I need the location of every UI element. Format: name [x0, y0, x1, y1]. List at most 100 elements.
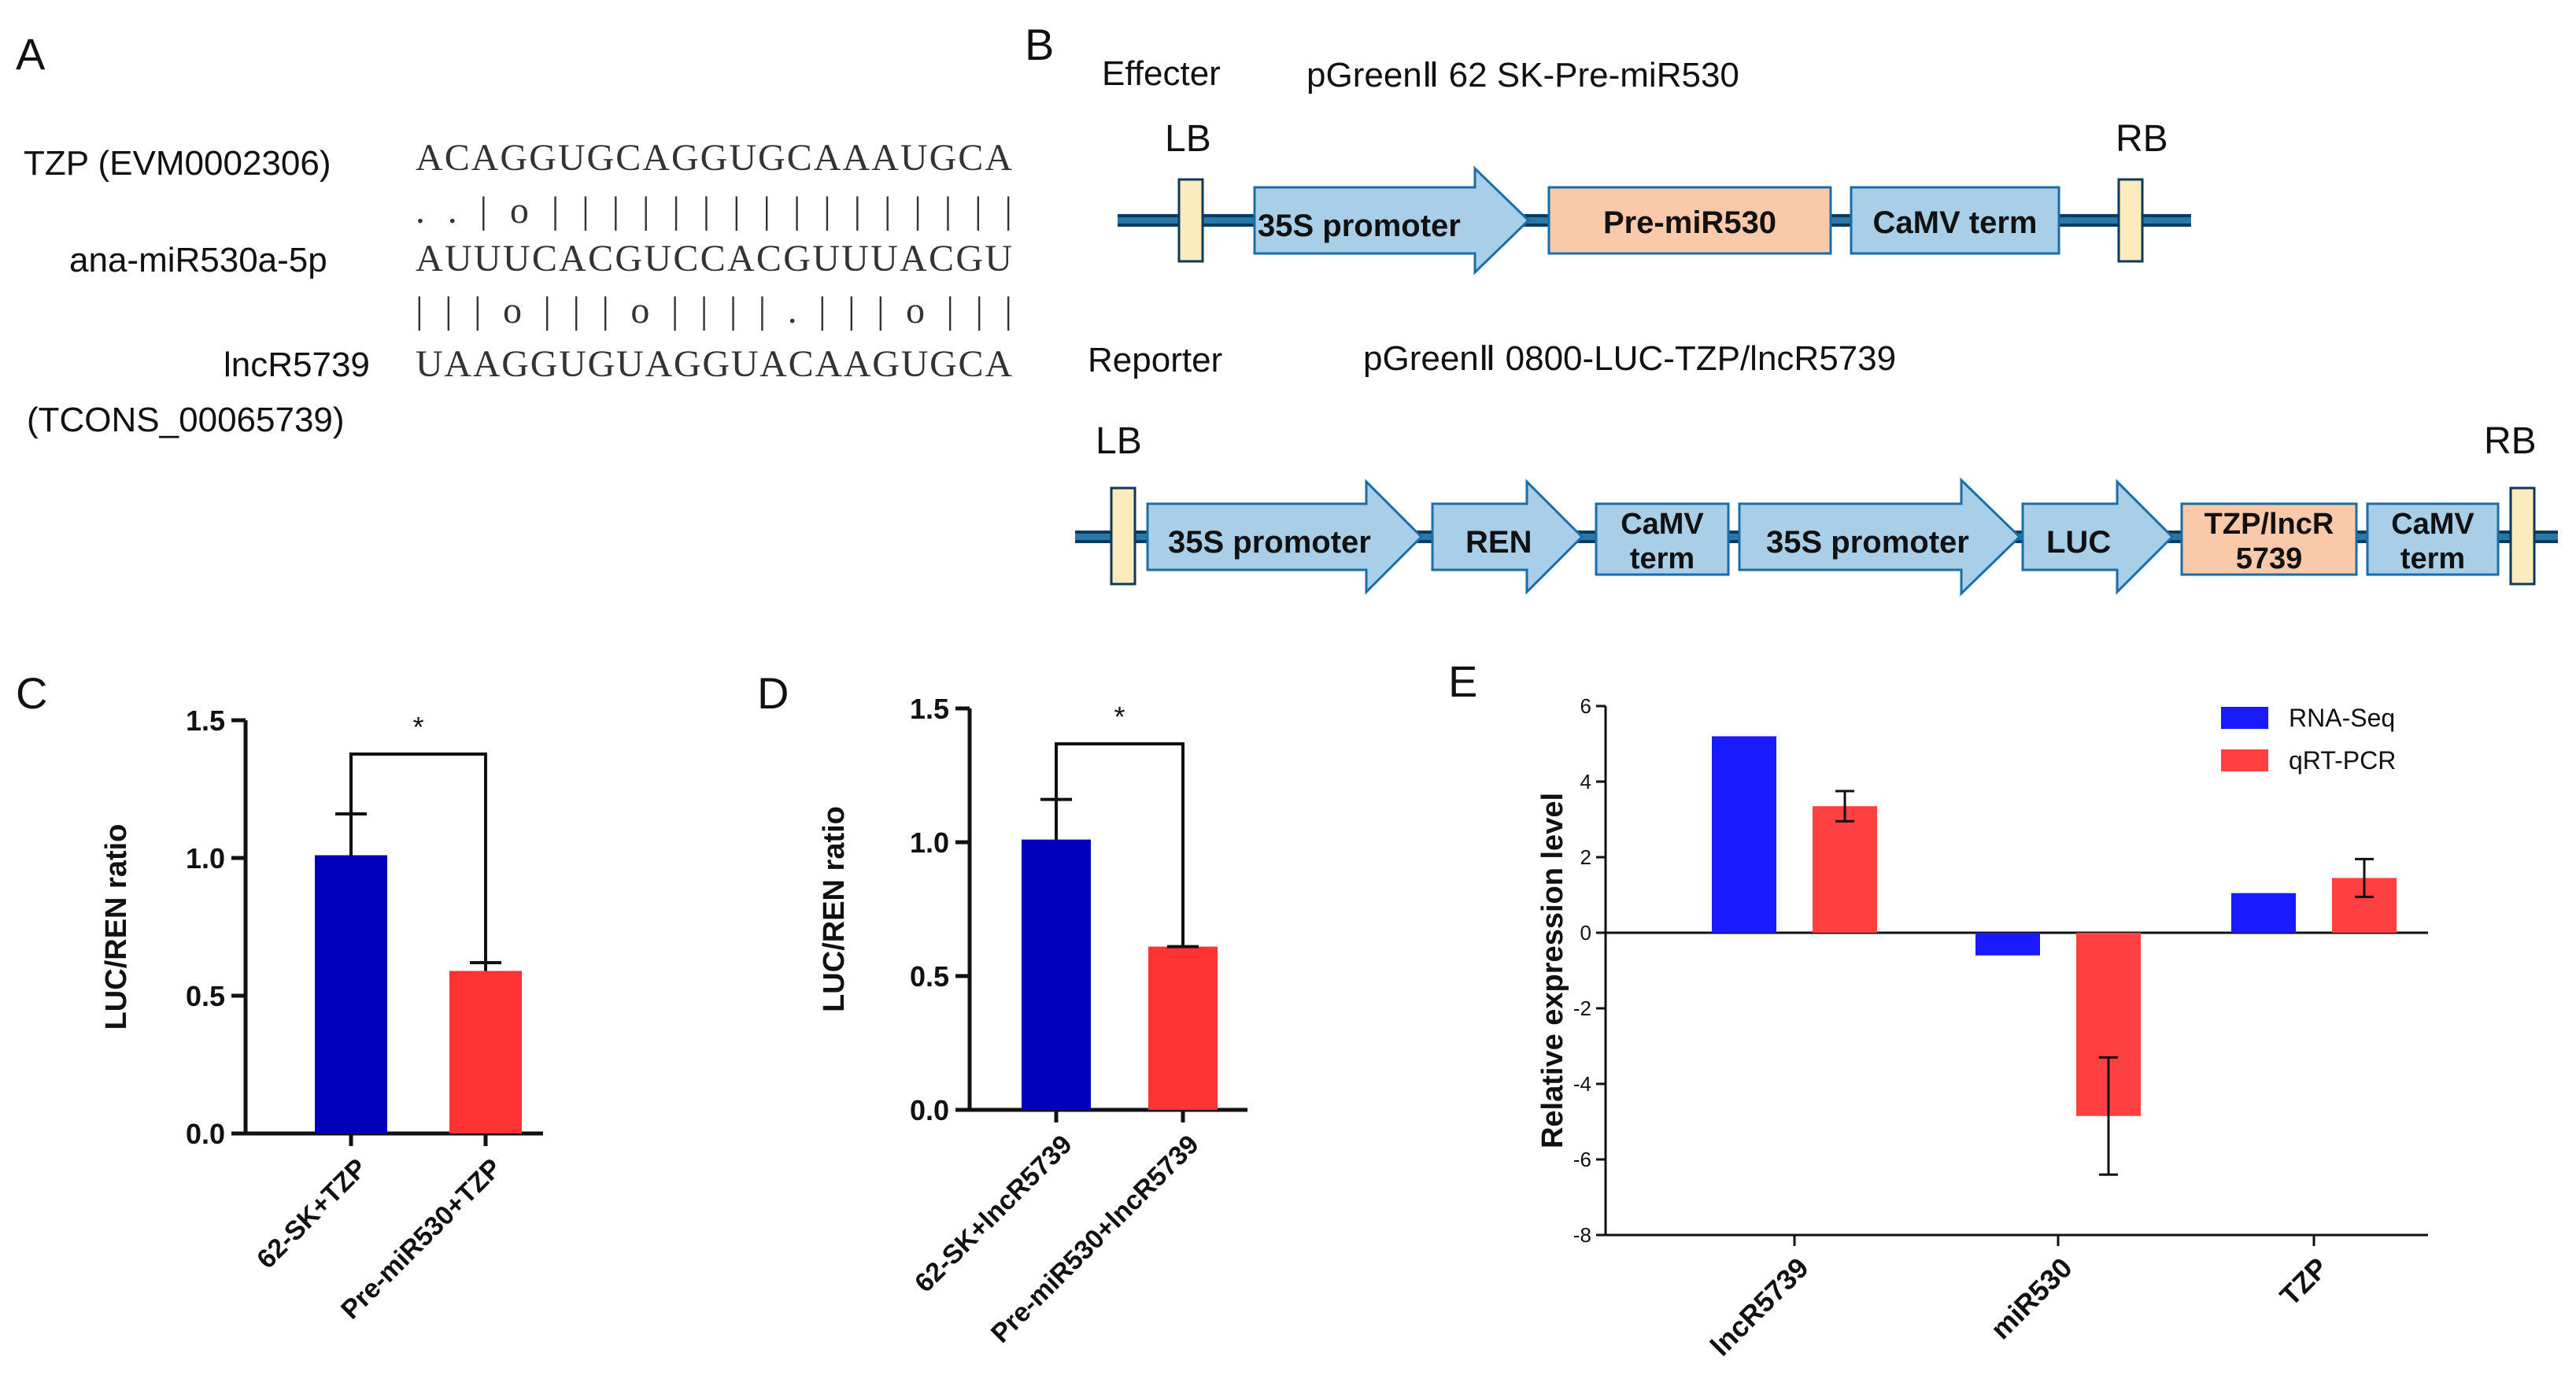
- effecter-label: Effecter: [1102, 54, 1221, 93]
- reporter-rb-label: RB: [2484, 420, 2537, 462]
- effecter-camv-term-label: CaMV term: [1873, 205, 2038, 240]
- bar-2: [449, 971, 522, 1133]
- panel-b: B Effecter pGreenⅡ 62 SK-Pre-miR530 Repo…: [1025, 20, 2558, 597]
- effecter-lb-label: LB: [1165, 118, 1211, 160]
- mir-label: ana-miR530a-5p: [69, 241, 327, 279]
- reporter-tzp-lncr-box: [2180, 502, 2358, 576]
- bar-2: [1148, 946, 1218, 1110]
- legend-swatch-1: [2221, 707, 2268, 729]
- reporter-camv-term-box-2: [2366, 502, 2500, 576]
- tzp-sequence: ACAGGUGCAGGUGCAAAUGCA: [416, 137, 1012, 179]
- reporter-term-label-1: term: [1630, 542, 1695, 575]
- y-tick-label: 2: [1580, 845, 1591, 869]
- bar-1: [1022, 839, 1091, 1110]
- y-tick-label: -6: [1573, 1148, 1591, 1171]
- effecter-construct: pGreenⅡ 62 SK-Pre-miR530: [1306, 56, 1739, 94]
- y-axis-label: LUC/REN ratio: [818, 806, 851, 1012]
- significance-marker: *: [412, 711, 423, 743]
- y-tick-label: 0: [1580, 921, 1591, 945]
- y-tick-label: 0.0: [910, 1094, 949, 1126]
- panel-d-letter: D: [757, 668, 789, 718]
- bar-TZP-rnaseq: [2231, 893, 2296, 933]
- effecter-pre-mir530-box: [1547, 186, 1832, 255]
- panel-b-letter: B: [1025, 20, 1054, 69]
- panel-a-letter: A: [16, 29, 46, 79]
- y-tick-label: 0.0: [186, 1118, 225, 1150]
- panel-e-letter: E: [1448, 656, 1477, 706]
- panel-a: A TZP (EVM0002306) ana-miR530a-5p lncR57…: [16, 29, 370, 439]
- effecter-35s-promoter-arrow: [1253, 165, 1531, 275]
- effecter-lb-border: [1177, 178, 1204, 263]
- y-tick-label: 0.5: [186, 980, 225, 1012]
- y-tick-label: 6: [1580, 694, 1591, 718]
- reporter-35s-promoter-arrow-1: [1146, 479, 1424, 595]
- lnc-sequence: UAAGGUGUAGGUACAAGUGCA: [416, 343, 1012, 385]
- reporter-camv-label-2: CaMV: [2391, 508, 2474, 541]
- reporter-term-label-2: term: [2400, 542, 2465, 575]
- x-tick-label: 62-SK+TZP: [251, 1153, 372, 1274]
- x-tick-label: miR530: [1984, 1252, 2079, 1346]
- bar-lncR5739-rnaseq: [1712, 736, 1776, 933]
- reporter-camv-label-1: CaMV: [1621, 508, 1704, 541]
- legend-swatch-2: [2221, 749, 2268, 771]
- effecter-camv-term-box: [1850, 186, 2060, 255]
- significance-bracket: [349, 753, 487, 963]
- reporter-lb-label: LB: [1096, 420, 1142, 462]
- reporter-35s-promoter-label-1: 35S promoter: [1168, 525, 1371, 560]
- legend-label-2: qRT-PCR: [2289, 746, 2396, 775]
- effecter-pre-mir530-label: Pre-miR530: [1603, 205, 1776, 240]
- bar-miR530-rnaseq: [1975, 933, 2040, 956]
- reporter-35s-promoter-label-2: 35S promoter: [1766, 525, 1969, 560]
- tzp-label: TZP (EVM0002306): [24, 144, 331, 183]
- effecter-map: LB RB 35S promoter Pre-miR530 CaMV term: [1118, 118, 2191, 275]
- x-tick-label: Pre-miR530+lncR5739: [985, 1130, 1205, 1349]
- y-tick-label: 1.0: [910, 826, 949, 859]
- sequence-alignment: ACAGGUGCAGGUGCAAAUGCA ..|o||||||||||||||…: [416, 137, 1012, 385]
- y-tick-label: -2: [1573, 997, 1591, 1020]
- reporter-ren-arrow: [1431, 479, 1584, 595]
- significance-bracket: [1055, 742, 1185, 947]
- reporter-camv-term-box-1: [1595, 502, 1730, 576]
- reporter-35s-promoter-arrow-2: [1738, 477, 2022, 597]
- match-line-2: |||o|||o||||.|||o|||: [416, 290, 1012, 331]
- y-axis-label: LUC/REN ratio: [100, 824, 133, 1030]
- reporter-map: LB RB 35S promoter REN CaMV term 35S pro…: [1075, 420, 2558, 597]
- reporter-construct: pGreenⅡ 0800-LUC-TZP/lncR5739: [1363, 339, 1896, 378]
- reporter-tzp-lncr-label: TZP/lncR: [2205, 508, 2334, 541]
- effecter-rb-border: [2117, 178, 2144, 263]
- x-tick-label: lncR5739: [1704, 1252, 1815, 1363]
- reporter-ren-label: REN: [1465, 525, 1532, 560]
- panel-c-letter: C: [16, 668, 47, 718]
- y-tick-label: -8: [1573, 1223, 1591, 1247]
- bar-1: [315, 855, 387, 1133]
- legend-label-1: RNA-Seq: [2289, 704, 2395, 732]
- y-tick-label: 0.5: [910, 960, 949, 993]
- reporter-rb-border: [2509, 486, 2536, 586]
- y-tick-label: 1.5: [910, 693, 949, 725]
- reporter-5739-label: 5739: [2236, 542, 2303, 575]
- y-tick-label: 4: [1580, 770, 1591, 793]
- reporter-luc-label: LUC: [2046, 525, 2111, 560]
- effecter-35s-promoter-label: 35S promoter: [1258, 209, 1461, 243]
- lnc-label-id: (TCONS_00065739): [27, 401, 345, 439]
- reporter-label: Reporter: [1088, 341, 1222, 379]
- reporter-lb-border: [1110, 486, 1136, 586]
- y-tick-label: -4: [1573, 1072, 1591, 1096]
- match-line-1: ..|o||||||||||||||||: [416, 190, 1012, 231]
- bar-lncR5739-qrtpcr: [1813, 806, 1877, 933]
- effecter-rb-label: RB: [2116, 118, 2168, 160]
- x-tick-label: TZP: [2274, 1252, 2334, 1312]
- significance-marker: *: [1114, 701, 1125, 733]
- lnc-label: lncR5739: [224, 346, 370, 384]
- y-axis-label: Relative expression level: [1536, 793, 1569, 1148]
- mir-sequence: AUUUCACGUCCACGUUUACGU: [416, 238, 1012, 279]
- y-tick-label: 1.5: [186, 704, 225, 737]
- y-tick-label: 1.0: [186, 842, 225, 875]
